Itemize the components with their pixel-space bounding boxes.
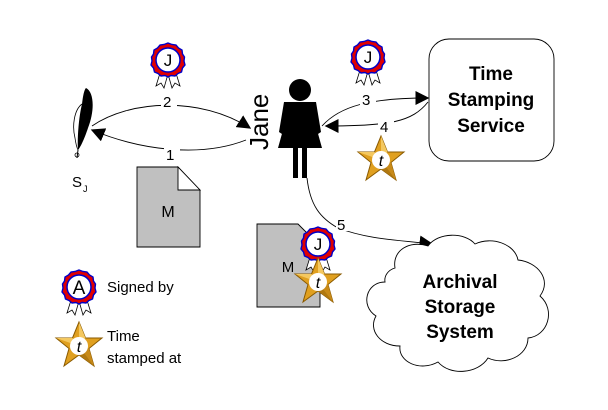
signer-subscript: J [83, 184, 88, 194]
svg-text:J: J [314, 235, 323, 254]
svg-text:t: t [379, 153, 384, 170]
person-icon [278, 79, 322, 178]
timestamp-star-icon: t [357, 135, 405, 181]
legend: A Signed by t Time stamped at [55, 269, 182, 367]
legend-signed-by-text: Signed by [107, 279, 174, 296]
svg-text:t: t [316, 275, 321, 292]
document-icon: M [136, 165, 202, 248]
svg-text:Archival: Archival [423, 272, 498, 293]
step-1-label: 1 [166, 147, 174, 164]
svg-text:Stamping: Stamping [448, 90, 535, 111]
signature-seal-icon: J [300, 226, 336, 273]
svg-text:J: J [164, 51, 173, 70]
quill-icon [73, 88, 93, 159]
step-5-label: 5 [337, 217, 345, 234]
svg-text:A: A [73, 278, 86, 299]
signer-label: S [72, 174, 82, 191]
svg-text:Storage: Storage [425, 297, 496, 318]
step-2-label: 2 [163, 94, 171, 111]
legend-stamped-at-text: stamped at [107, 350, 182, 367]
archival-storage-cloud: Archival Storage System [366, 234, 549, 372]
svg-text:Service: Service [457, 116, 525, 137]
legend-seal-icon: A [61, 269, 97, 316]
signature-seal-icon: J [350, 39, 386, 86]
step-4-label: 4 [380, 119, 388, 136]
svg-text:t: t [77, 339, 82, 356]
arrow-4 [324, 101, 429, 133]
person-name-label: Jane [244, 94, 274, 150]
time-stamping-service-box: Time Stamping Service [428, 38, 555, 162]
svg-text:Time: Time [469, 64, 513, 85]
step-3-label: 3 [362, 92, 370, 109]
timestamp-star-icon: t [294, 257, 342, 303]
svg-text:System: System [426, 322, 494, 343]
legend-star-icon: t [55, 321, 103, 367]
signature-seal-icon: J [150, 42, 186, 89]
legend-time-text: Time [107, 328, 140, 345]
document-label: M [161, 204, 174, 221]
svg-text:J: J [364, 48, 373, 67]
svg-text:M: M [282, 259, 295, 276]
